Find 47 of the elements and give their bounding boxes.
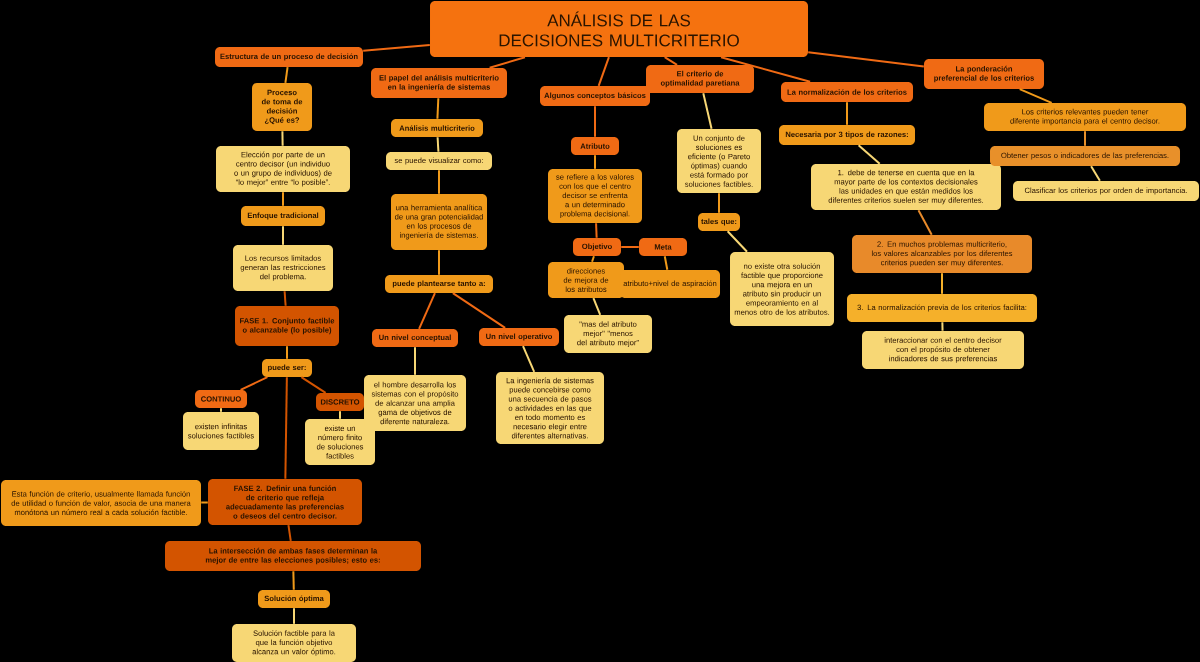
- connector: [418, 292, 436, 330]
- connector: [283, 290, 287, 307]
- title-box: ANÁLISIS DE LAS DECISIONES MULTICRITERIO: [430, 1, 808, 57]
- connector: [702, 92, 713, 130]
- connector: [293, 607, 295, 625]
- connector: [807, 51, 925, 68]
- connector: [718, 192, 720, 214]
- connector: [591, 255, 595, 263]
- connector: [941, 321, 944, 332]
- connector: [595, 222, 598, 239]
- connector: [292, 570, 295, 591]
- connector: [451, 292, 507, 329]
- connector: [286, 345, 288, 360]
- connector: [620, 246, 640, 248]
- connector: [282, 191, 284, 207]
- connector: [594, 154, 596, 170]
- connector: [1018, 88, 1053, 104]
- connector: [284, 376, 288, 480]
- connector: [857, 144, 881, 165]
- connector: [522, 345, 536, 373]
- connector: [200, 501, 209, 504]
- connector: [726, 230, 749, 253]
- connector: [300, 376, 327, 394]
- connector: [592, 297, 602, 316]
- connector: [414, 346, 416, 376]
- connector: [594, 105, 596, 138]
- connector: [436, 97, 440, 120]
- connector: [220, 407, 222, 413]
- connector: [1084, 130, 1086, 147]
- connector: [438, 169, 440, 195]
- connector: [281, 130, 284, 147]
- connector: [917, 209, 933, 236]
- connector: [663, 255, 669, 271]
- connector: [597, 56, 610, 87]
- connector: [339, 410, 341, 420]
- connector: [362, 44, 431, 52]
- connector: [720, 56, 812, 83]
- connector: [284, 66, 289, 84]
- connector: [438, 249, 440, 276]
- connector: [239, 376, 269, 391]
- connector: [436, 136, 440, 153]
- connector: [663, 56, 678, 66]
- connector: [941, 272, 943, 295]
- connector: [282, 225, 284, 246]
- connector: [287, 524, 292, 542]
- connector: [1090, 165, 1101, 182]
- connector: [846, 101, 848, 126]
